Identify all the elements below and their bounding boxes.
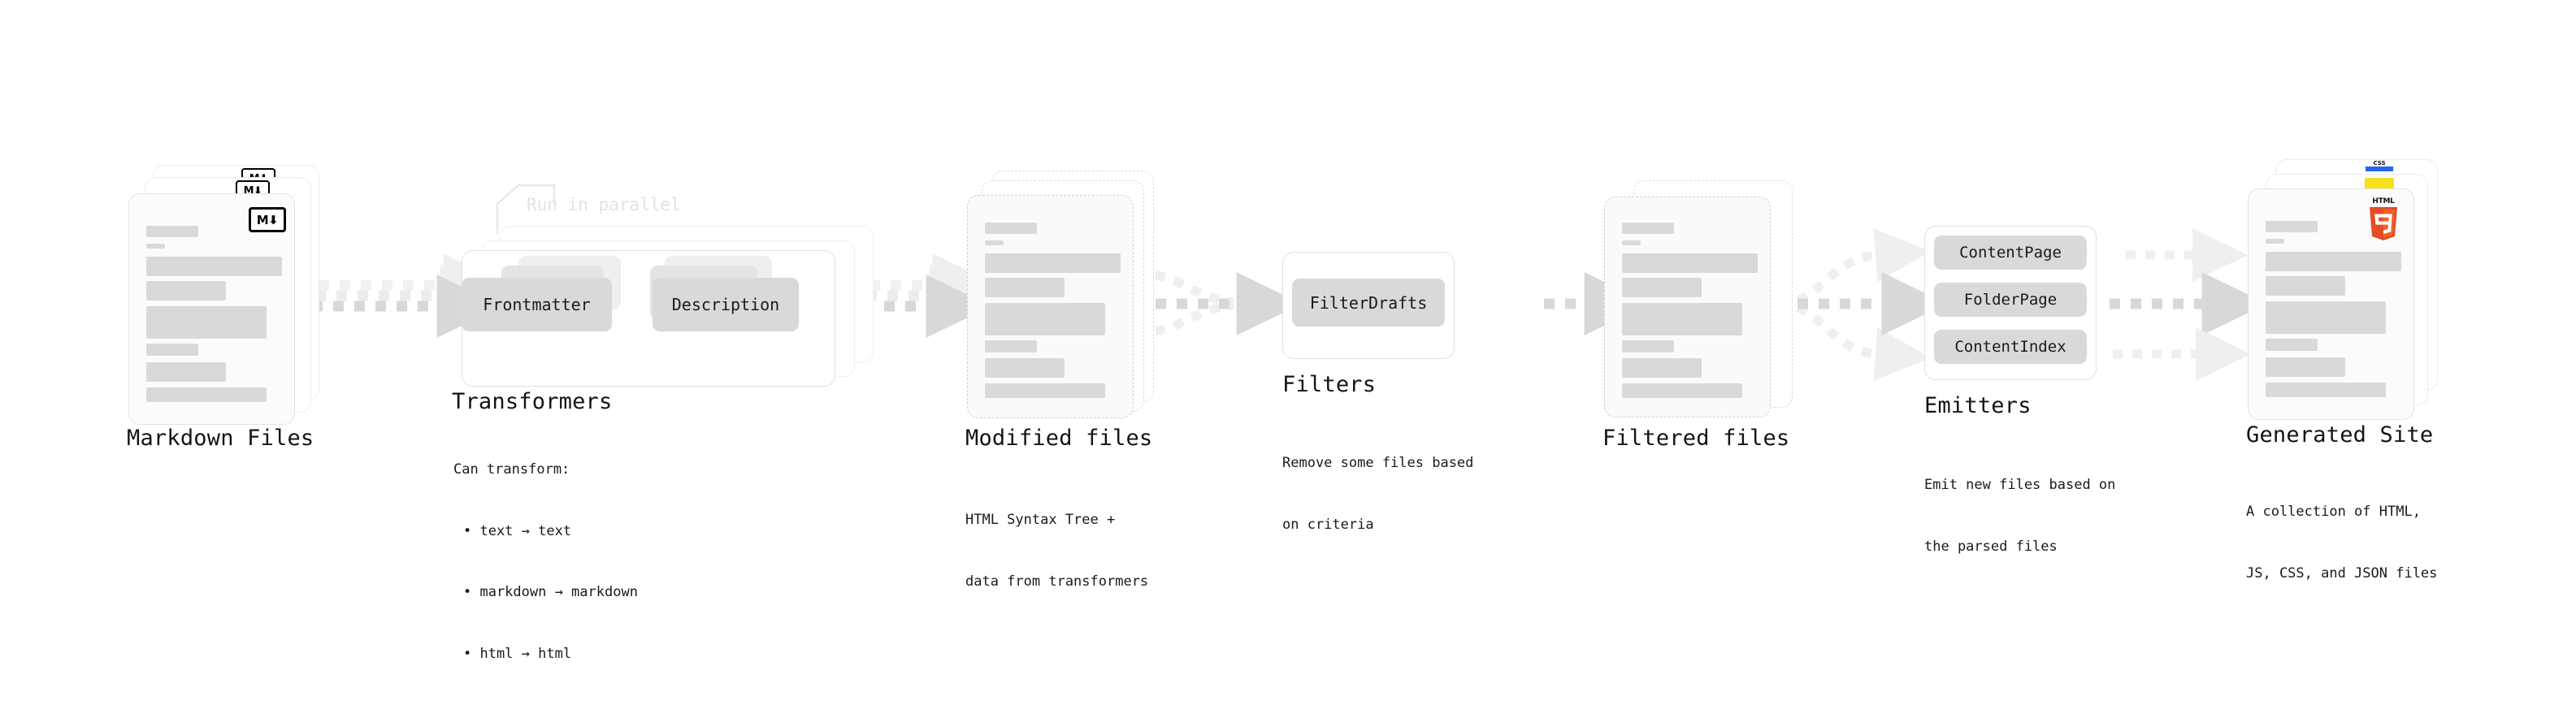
emitter-pill-contentpage[interactable]: ContentPage [1934,236,2087,270]
content-bar [2266,221,2318,232]
arrow-transformers-to-modified [821,253,998,338]
subtitle-line: • markdown → markdown [463,584,638,601]
content-bar [985,340,1037,352]
filter-pill-filterdrafts[interactable]: FilterDrafts [1292,279,1445,327]
content-bar [146,362,226,382]
stage-title-emitters: Emitters [1924,393,2032,418]
subtitle-line: JS, CSS, and JSON files [2246,564,2438,582]
html5-shield [2370,207,2397,240]
content-bar [2266,252,2401,271]
stage-title-filtered-files: Filtered files [1602,426,1790,451]
subtitle-line: • text → text [463,522,572,539]
transformer-pill-description[interactable]: Description [653,278,799,331]
stage-title-modified-files: Modified files [965,426,1153,451]
emitter-pill-folderpage[interactable]: FolderPage [1934,283,2087,317]
stage-subtitle-filters: Remove some files based on criteria [1282,413,1473,576]
content-bar [985,278,1065,297]
subtitle-line: • html → html [463,645,572,662]
content-bar [2266,339,2318,351]
stage-title-markdown-files: Markdown Files [127,426,314,451]
content-bar [985,383,1105,398]
stage-subtitle-generated-site: A collection of HTML, JS, CSS, and JSON … [2246,461,2437,625]
content-bar [1622,358,1702,378]
stage-subtitle-emitters: Emit new files based on the parsed files [1924,435,2115,598]
css3-bar [2366,167,2393,171]
pipeline-diagram: M⬇ M⬇ M⬇ Markdown Files Run in parallel [127,159,2438,662]
content-bar [985,303,1105,335]
stage-subtitle-modified-files: HTML Syntax Tree + data from transformer… [965,469,1148,633]
content-bar [146,344,198,356]
css3-label: CSS [2373,160,2386,167]
css3-icon: CSS [2365,161,2394,171]
content-bar [146,257,282,276]
modified-card-front [967,195,1134,418]
subtitle-line: the parsed files [1924,538,2058,555]
content-bar [1622,383,1742,398]
subtitle-line: on criteria [1282,516,1374,533]
subtitle-line: Remove some files based [1282,455,1474,472]
content-bar [1622,253,1758,273]
html5-icon: HTML [2366,198,2400,241]
stage-title-filters: Filters [1282,372,1377,397]
stage-title-transformers: Transformers [452,389,613,414]
content-bar [1622,278,1702,297]
subtitle-line: A collection of HTML, [2246,504,2421,521]
content-bar [2266,239,2284,244]
content-bar [1622,340,1674,352]
html5-label: HTML [2372,197,2395,205]
arrow-filtered-to-emitters [1776,228,1947,381]
transformer-pill-frontmatter[interactable]: Frontmatter [462,278,612,331]
filtered-card-front [1604,197,1771,417]
content-bar [146,281,226,301]
run-in-parallel-label: Run in parallel [527,195,681,214]
content-bar [985,358,1065,378]
content-bar [146,387,267,402]
content-bar [985,223,1037,234]
content-bar [2266,301,2386,334]
content-bar [146,244,165,249]
stage-title-generated-site: Generated Site [2246,422,2434,448]
subtitle-line: Can transform: [453,461,570,478]
content-bar [985,253,1121,273]
markdown-icon: M⬇ [249,207,286,232]
run-in-parallel-leader [496,184,556,234]
content-bar [1622,303,1742,335]
content-bar [1622,223,1674,234]
subtitle-line: Emit new files based on [1924,477,2116,494]
content-bar [146,306,267,339]
content-bar [1622,240,1641,245]
content-bar [2266,357,2345,377]
arrow-emitters-to-site [2110,228,2267,381]
arrow-markdown-to-transformers [312,253,509,338]
content-bar [2266,276,2345,296]
content-bar [985,240,1004,245]
site-card-front: HTML [2248,188,2414,420]
arrow-modified-to-filters [1134,268,1302,338]
subtitle-line: HTML Syntax Tree + [965,512,1116,529]
content-bar [146,226,198,237]
stage-subtitle-transformers: Can transform: • text → text • markdown … [453,419,638,705]
emitter-pill-contentindex[interactable]: ContentIndex [1934,330,2087,364]
content-bar [2266,383,2386,397]
markdown-card-front: M⬇ [128,193,295,425]
subtitle-line: data from transformers [965,573,1149,590]
